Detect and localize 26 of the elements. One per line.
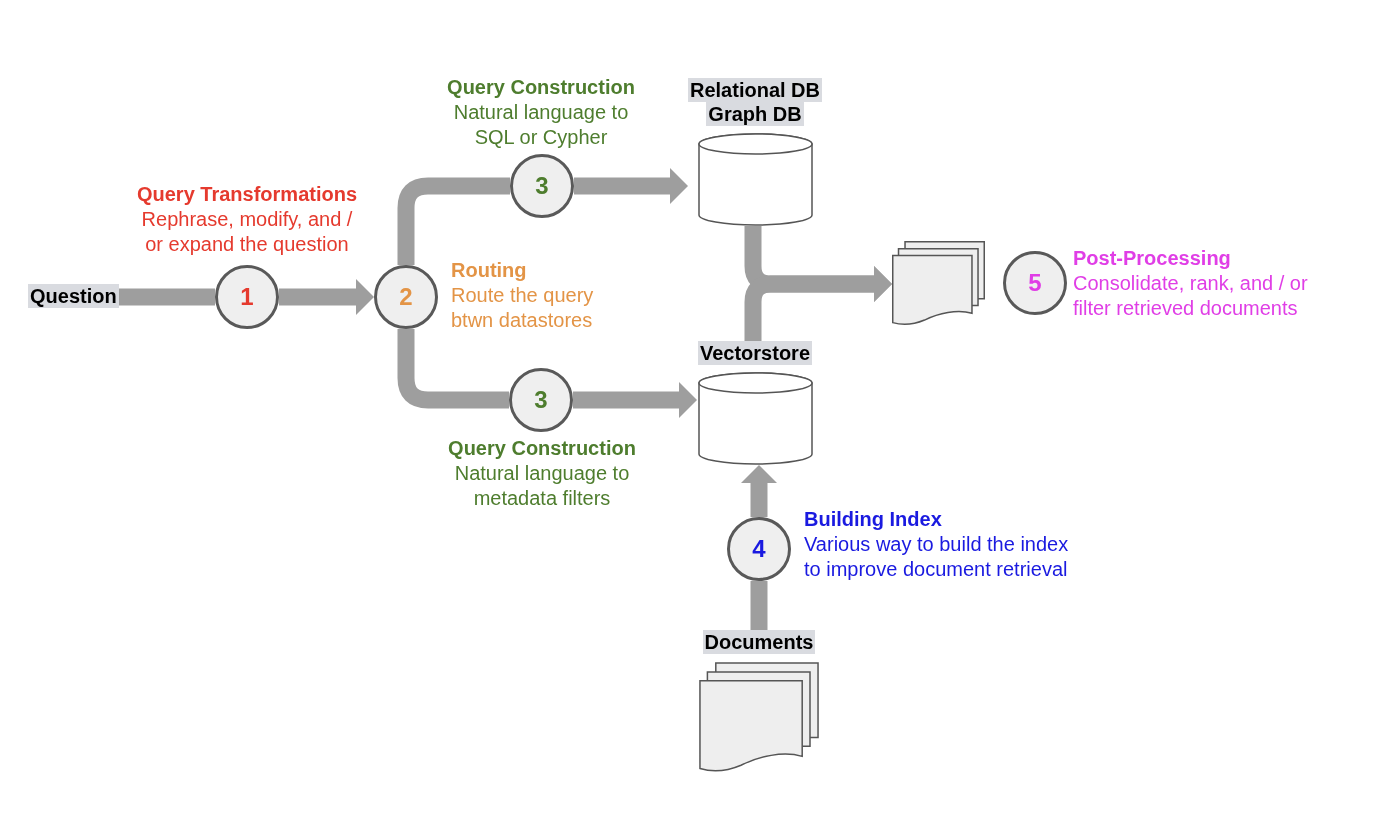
step-description: Rephrase, modify, and / or expand the question xyxy=(140,207,354,257)
step-heading: Routing xyxy=(451,258,527,283)
highlighted-label: Documents xyxy=(702,630,816,654)
thick-arrow xyxy=(741,465,777,517)
thick-arrow xyxy=(573,382,697,418)
highlighted-label: Question xyxy=(28,284,119,308)
step-description: Natural language to SQL or Cypher xyxy=(452,100,630,150)
step-heading: Building Index xyxy=(804,507,942,532)
highlighted-label: Relational DB xyxy=(688,78,822,102)
step-description: Consolidate, rank, and / or filter retrieved documents xyxy=(1073,271,1309,321)
thick-arrow xyxy=(574,168,688,204)
step-description: Various way to build the index to improve document retrieval xyxy=(804,532,1070,582)
thick-connector xyxy=(397,329,509,409)
step-heading: Query Transformations xyxy=(136,182,358,207)
document-stack xyxy=(892,241,985,326)
thick-connector xyxy=(397,177,510,265)
highlighted-label: Vectorstore xyxy=(697,341,813,365)
step-heading: Post-Processing xyxy=(1073,246,1231,271)
step-description: Natural language to metadata filters xyxy=(453,461,631,511)
step-heading: Query Construction xyxy=(447,75,635,100)
thick-arrow xyxy=(279,279,374,315)
highlighted-label: Graph DB xyxy=(706,102,804,126)
step-heading: Query Construction xyxy=(448,436,636,461)
step-description: Route the query btwn datastores xyxy=(451,283,595,333)
thick-connector xyxy=(118,288,215,306)
thick-connector xyxy=(750,581,768,630)
